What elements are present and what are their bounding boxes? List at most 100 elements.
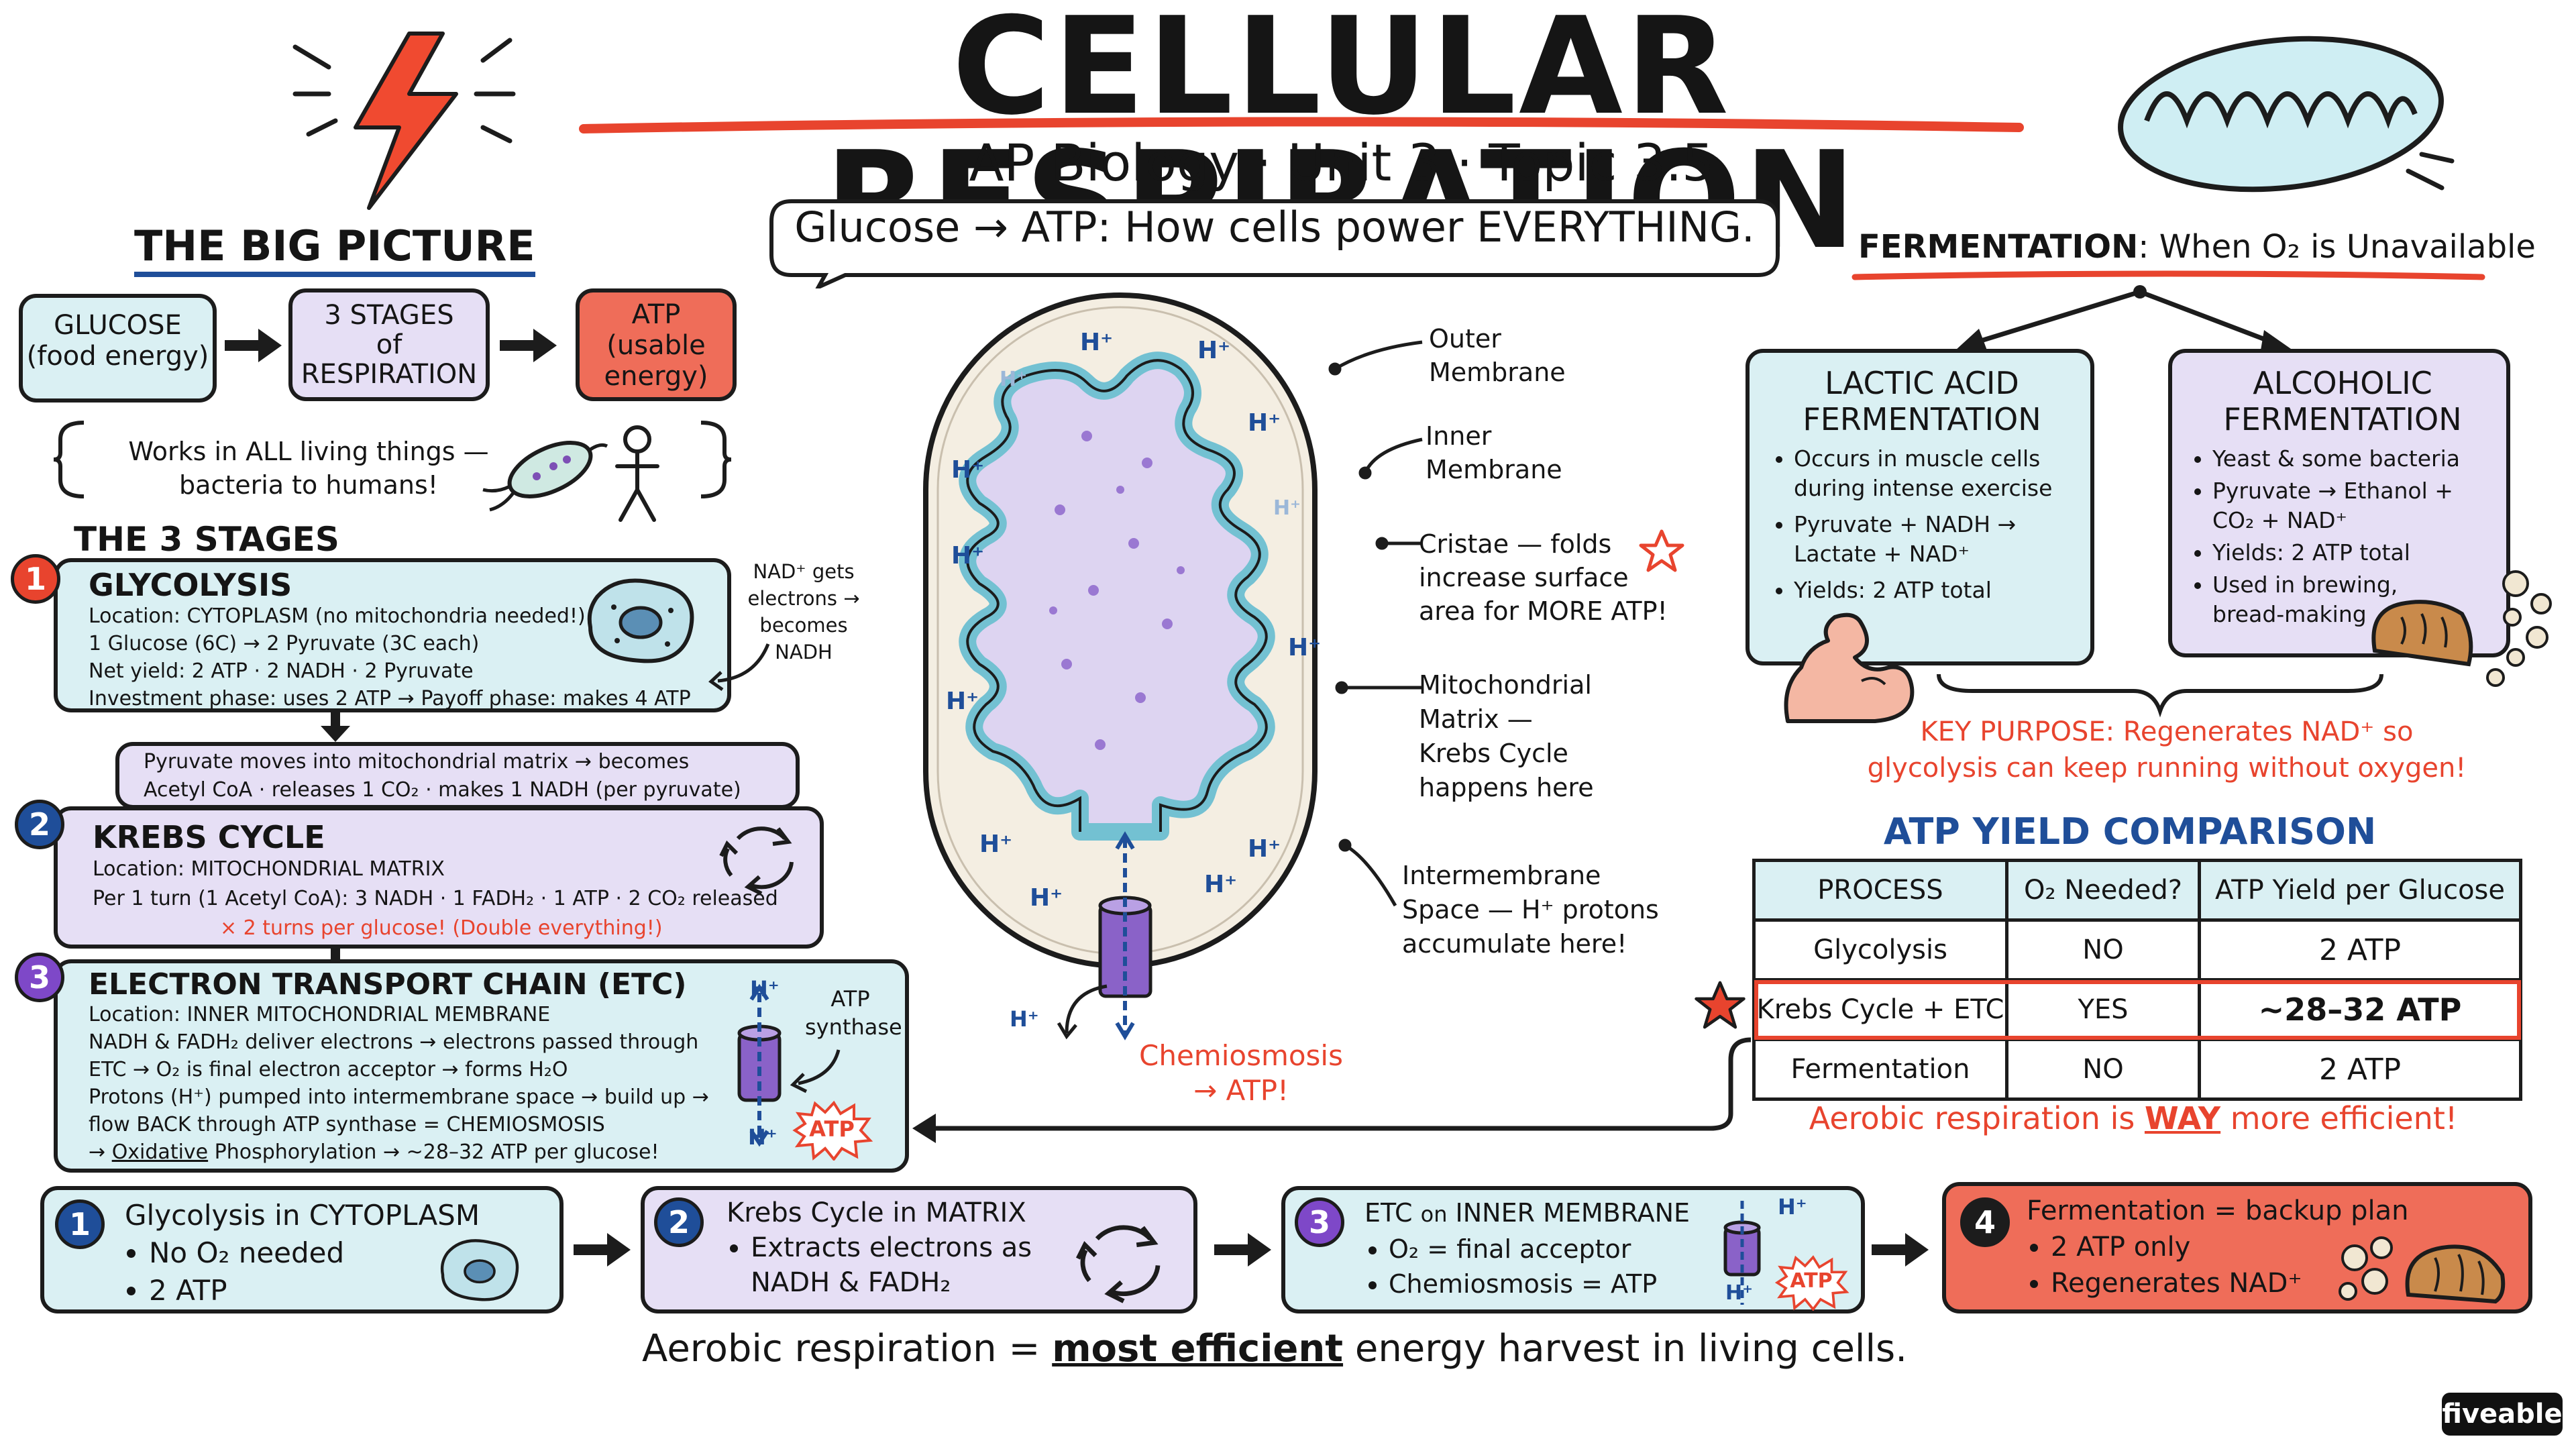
label-matrix: Mitochondrial Matrix — Krebs Cycle happe… [1419,668,1594,805]
hplus-label: H⁺ [946,688,979,715]
glycolysis-equation: 1 Glucose (6C) → 2 Pyruvate (3C each) [89,632,480,655]
lactic-title-line-2: FERMENTATION [1803,401,2041,437]
atp-box: ATP (usable energy) [576,288,737,401]
atp-yield-heading: ATP YIELD COMPARISON [1883,810,2377,853]
label-cristae-line-3: area for MORE ATP! [1419,596,1668,626]
arrow-icon [912,1037,1752,1143]
link-reaction-box: Pyruvate moves into mitochondrial matrix… [115,742,800,809]
cell-icon [587,578,694,663]
arrow-icon [574,1233,631,1267]
etc-hplus-bottom: H⁺ [748,1124,777,1150]
table-row-highlighted: Krebs Cycle + ETC YES ~28–32 ATP [1752,978,2522,1041]
hplus-label: H⁺ [1080,329,1114,356]
etc-line-4: Protons (H⁺) pumped into intermembrane s… [89,1085,709,1109]
key-purpose: KEY PURPOSE: Regenerates NAD⁺ so glycoly… [1811,714,2522,786]
alcoholic-title-line-2: FERMENTATION [2223,401,2462,437]
stages-heading: THE 3 STAGES [74,520,339,559]
link-line-2: Acetyl CoA · releases 1 CO₂ · makes 1 NA… [144,778,741,802]
cycle-icon [719,826,794,896]
atp-burst-icon [1774,1255,1849,1311]
table-cell: ~28–32 ATP [2198,978,2522,1041]
big-picture-heading: THE BIG PICTURE [134,221,535,277]
star-icon [1639,529,1684,572]
summary-item: Extracts electrons as NADH & FADH₂ [751,1230,1039,1300]
summary-title: Glycolysis in CYTOPLASM [125,1199,480,1232]
lactic-acid-box: LACTIC ACID FERMENTATION Occurs in muscl… [1746,349,2094,665]
krebs-location: Location: MITOCHONDRIAL MATRIX [93,857,445,881]
label-outer-line-1: Outer [1429,324,1501,354]
arrow-icon [1214,1233,1271,1267]
mitochondrion-diagram [923,292,1318,1040]
etc-line-6: → Oxidative Phosphorylation → ~28–32 ATP… [89,1138,905,1166]
hplus-label: H⁺ [1030,884,1063,912]
summary-item: 2 ATP only [2051,1229,2528,1265]
cycle-icon [1075,1225,1161,1303]
alcoholic-item: Pyruvate → Ethanol + CO₂ + NAD⁺ [2212,476,2500,535]
tagline: Glucose → ATP: How cells power EVERYTHIN… [794,203,1755,252]
lactic-title-line-1: LACTIC ACID [1825,365,2019,401]
fermentation-heading: FERMENTATION: When O₂ is Unavailable [1858,228,2536,266]
stages-label-1: 3 STAGES [324,300,454,331]
table-cell: 2 ATP [2198,1038,2522,1101]
summary-item: O₂ = final acceptor [1389,1232,1861,1267]
summary-item: Chemiosmosis = ATP [1389,1267,1861,1301]
human-icon [615,425,659,522]
alcoholic-item: Yeast & some bacteria [2212,444,2500,474]
atp-label: ATP [631,299,681,330]
summary-title: Fermentation = backup plan [2027,1195,2409,1226]
etc-line-5: flow BACK through ATP synthase = CHEMIOS… [89,1113,605,1136]
label-matrix-line-1: Mitochondrial [1419,670,1592,700]
lactic-item: Pyruvate + NADH → Lactate + NAD⁺ [1794,510,2081,569]
atp-synthase-icon [737,983,782,1147]
nad-note-line-2: electrons → [747,587,860,610]
lightning-icon [292,32,516,210]
table-row: Glycolysis NO 2 ATP [1752,918,2522,981]
table-cell: YES [2005,978,2201,1041]
hplus-label: H⁺ [1248,835,1281,863]
table-cell: NO [2005,918,2201,981]
big-picture-note: Works in ALL living things — bacteria to… [80,435,537,502]
nad-side-note: NAD⁺ gets electrons → becomes NADH [737,558,871,665]
hplus-label: H⁺ [1000,368,1027,391]
brand-logo: fiveable [2442,1393,2563,1436]
key-purpose-line-2: glycolysis can keep running without oxyg… [1867,753,2467,784]
note-line-1: Works in ALL living things — [128,437,489,466]
summary-etc: ETC on INNER MEMBRANE O₂ = final accepto… [1281,1186,1865,1313]
label-intermembrane-line-1: Intermembrane [1402,861,1601,890]
etc-line-6-rest: Phosphorylation → ~28–32 ATP per glucose… [208,1140,659,1164]
nad-note-line-1: NAD⁺ gets [753,560,855,583]
summary-title-b: on [1420,1201,1448,1227]
stages-label-3: RESPIRATION [301,359,478,390]
chemiosmosis-label: Chemiosmosis → ATP! [1134,1038,1348,1108]
stages-label-2: of [376,329,402,360]
atp-burst-icon [792,1100,873,1161]
arrow-icon [1872,1233,1929,1267]
table-header-row: PROCESS O₂ Needed? ATP Yield per Glucose [1752,859,2522,922]
label-outer-line-2: Membrane [1429,358,1566,387]
hplus-label: H⁺ [1197,337,1231,364]
glucose-box: GLUCOSE (food energy) [19,294,217,402]
chemiosmosis-line-1: Chemiosmosis [1139,1039,1343,1072]
summary-hplus-bottom: H⁺ [1725,1281,1753,1305]
summary-title-a: ETC [1364,1198,1421,1228]
etc-location: Location: INNER MITOCHONDRIAL MEMBRANE [89,1003,551,1026]
hplus-label: H⁺ [1288,634,1322,661]
krebs-double: × 2 turns per glucose! (Double everythin… [220,916,663,940]
hplus-label: H⁺ [1273,496,1301,520]
link-line-1: Pyruvate moves into mitochondrial matrix… [144,750,690,773]
hplus-label: H⁺ [1204,871,1238,898]
glycolysis-phases: Investment phase: uses 2 ATP → Payoff ph… [89,687,691,710]
table-cell: 2 ATP [2198,918,2522,981]
bread-icon [2371,570,2552,687]
summary-atp-label: ATP [1790,1269,1833,1293]
alcoholic-box: ALCOHOLIC FERMENTATION Yeast & some bact… [2168,349,2510,657]
label-outer-membrane: Outer Membrane [1429,322,1566,389]
fermentation-underline [1851,270,2485,280]
etc-line-6-prefix: → [89,1140,112,1164]
summary-title: ETC on INNER MEMBRANE [1364,1195,1861,1232]
hplus-label: H⁺ [1248,409,1281,437]
nad-note-line-3: becomes [759,614,848,637]
table-header: O₂ Needed? [2005,859,2201,922]
krebs-box: KREBS CYCLE Location: MITOCHONDRIAL MATR… [54,806,824,949]
label-cristae: Cristae — folds increase surface area fo… [1419,527,1668,628]
